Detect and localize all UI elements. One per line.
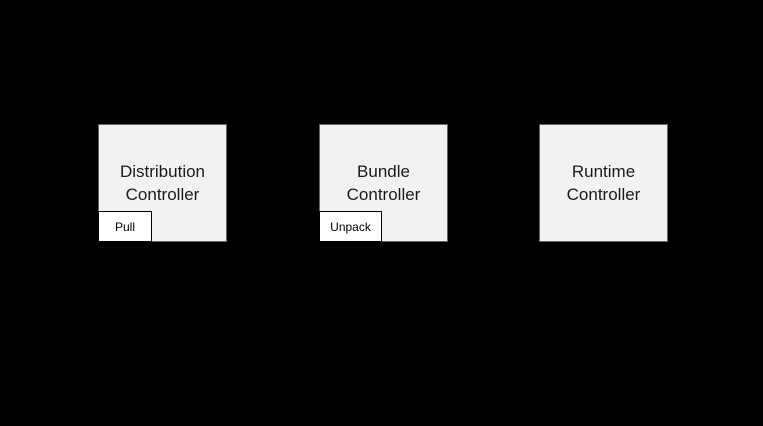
pull-badge: Pull [98, 211, 152, 242]
unpack-badge: Unpack [319, 211, 382, 242]
node-bundle-controller: Bundle Controller Unpack [319, 124, 448, 242]
node-label: Runtime Controller [566, 162, 641, 204]
node-label: Distribution Controller [119, 162, 206, 204]
node-label: Bundle Controller [346, 162, 421, 204]
node-runtime-controller: Runtime Controller [539, 124, 668, 242]
node-distribution-controller: Distribution Controller Pull [98, 124, 227, 242]
